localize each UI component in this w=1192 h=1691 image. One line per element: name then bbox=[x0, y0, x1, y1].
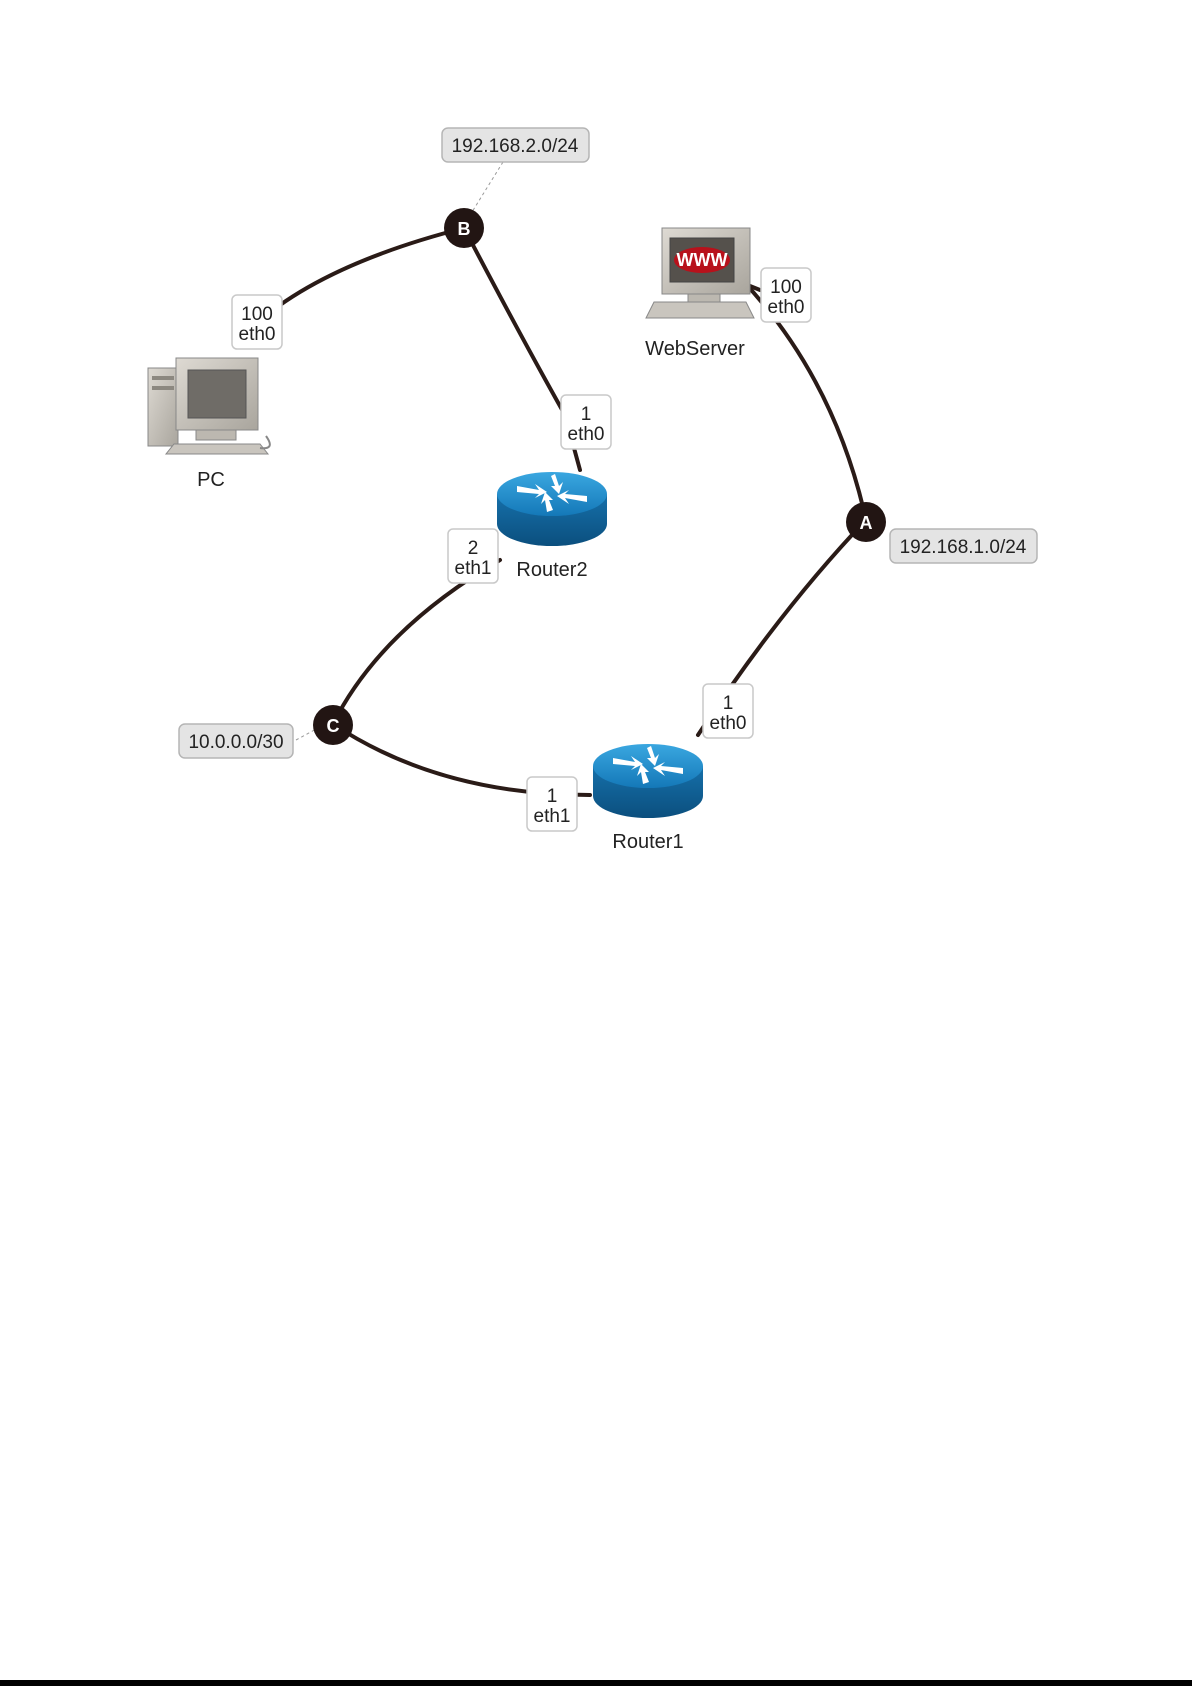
subnet-tag-b[interactable]: 192.168.2.0/24 bbox=[442, 128, 589, 162]
router2-device[interactable]: Router2 bbox=[497, 472, 607, 581]
webserver-label: WebServer bbox=[645, 338, 745, 360]
switch-c-label: C bbox=[327, 716, 340, 736]
pc-icon bbox=[148, 358, 270, 454]
link-b-router2[interactable] bbox=[464, 228, 565, 415]
subnet-c-text: 10.0.0.0/30 bbox=[188, 732, 283, 753]
iface-router2-eth0-addr: 1 bbox=[581, 404, 592, 425]
iface-pc-eth0[interactable]: 100 eth0 bbox=[232, 295, 282, 349]
subnet-a-text: 192.168.1.0/24 bbox=[900, 537, 1027, 558]
iface-router1-eth1-name: eth1 bbox=[534, 806, 571, 827]
switch-c[interactable]: C bbox=[313, 705, 353, 745]
iface-router1-eth0-name: eth0 bbox=[710, 713, 747, 734]
iface-router2-eth1-name: eth1 bbox=[455, 558, 492, 579]
iface-router1-eth1-addr: 1 bbox=[547, 786, 558, 807]
subnet-b-text: 192.168.2.0/24 bbox=[452, 136, 579, 157]
iface-pc-eth0-name: eth0 bbox=[239, 324, 276, 345]
iface-router1-eth0[interactable]: 1 eth0 bbox=[703, 684, 753, 738]
switch-a[interactable]: A bbox=[846, 502, 886, 542]
page-bottom-rule bbox=[0, 1680, 1192, 1686]
iface-pc-eth0-addr: 100 bbox=[241, 304, 273, 325]
switch-b[interactable]: B bbox=[444, 208, 484, 248]
router-icon bbox=[497, 472, 607, 546]
iface-router2-eth0-name: eth0 bbox=[568, 424, 605, 445]
router2-label: Router2 bbox=[516, 559, 587, 581]
router1-label: Router1 bbox=[612, 831, 683, 853]
switch-a-label: A bbox=[860, 513, 873, 533]
iface-router1-eth0-addr: 1 bbox=[723, 693, 734, 714]
pc-label: PC bbox=[197, 469, 225, 491]
iface-router2-eth0[interactable]: 1 eth0 bbox=[561, 395, 611, 449]
subnet-tag-c[interactable]: 10.0.0.0/30 bbox=[179, 724, 293, 758]
subnet-tag-a[interactable]: 192.168.1.0/24 bbox=[890, 529, 1037, 563]
iface-router2-eth1[interactable]: 2 eth1 bbox=[448, 529, 498, 583]
www-icon-text: WWW bbox=[677, 250, 728, 270]
iface-router1-eth1[interactable]: 1 eth1 bbox=[527, 777, 577, 831]
iface-web-eth0[interactable]: 100 eth0 bbox=[761, 268, 811, 322]
iface-router2-eth1-addr: 2 bbox=[468, 538, 479, 559]
switch-b-label: B bbox=[458, 219, 471, 239]
webserver-icon: WWW bbox=[646, 228, 754, 318]
webserver-device[interactable]: WWW WebServer bbox=[645, 228, 754, 360]
iface-web-eth0-addr: 100 bbox=[770, 277, 802, 298]
router1-device[interactable]: Router1 bbox=[593, 744, 703, 853]
pc-device[interactable]: PC bbox=[148, 358, 270, 491]
link-router2-c[interactable] bbox=[333, 560, 500, 724]
router-icon bbox=[593, 744, 703, 818]
iface-web-eth0-name: eth0 bbox=[768, 297, 805, 318]
